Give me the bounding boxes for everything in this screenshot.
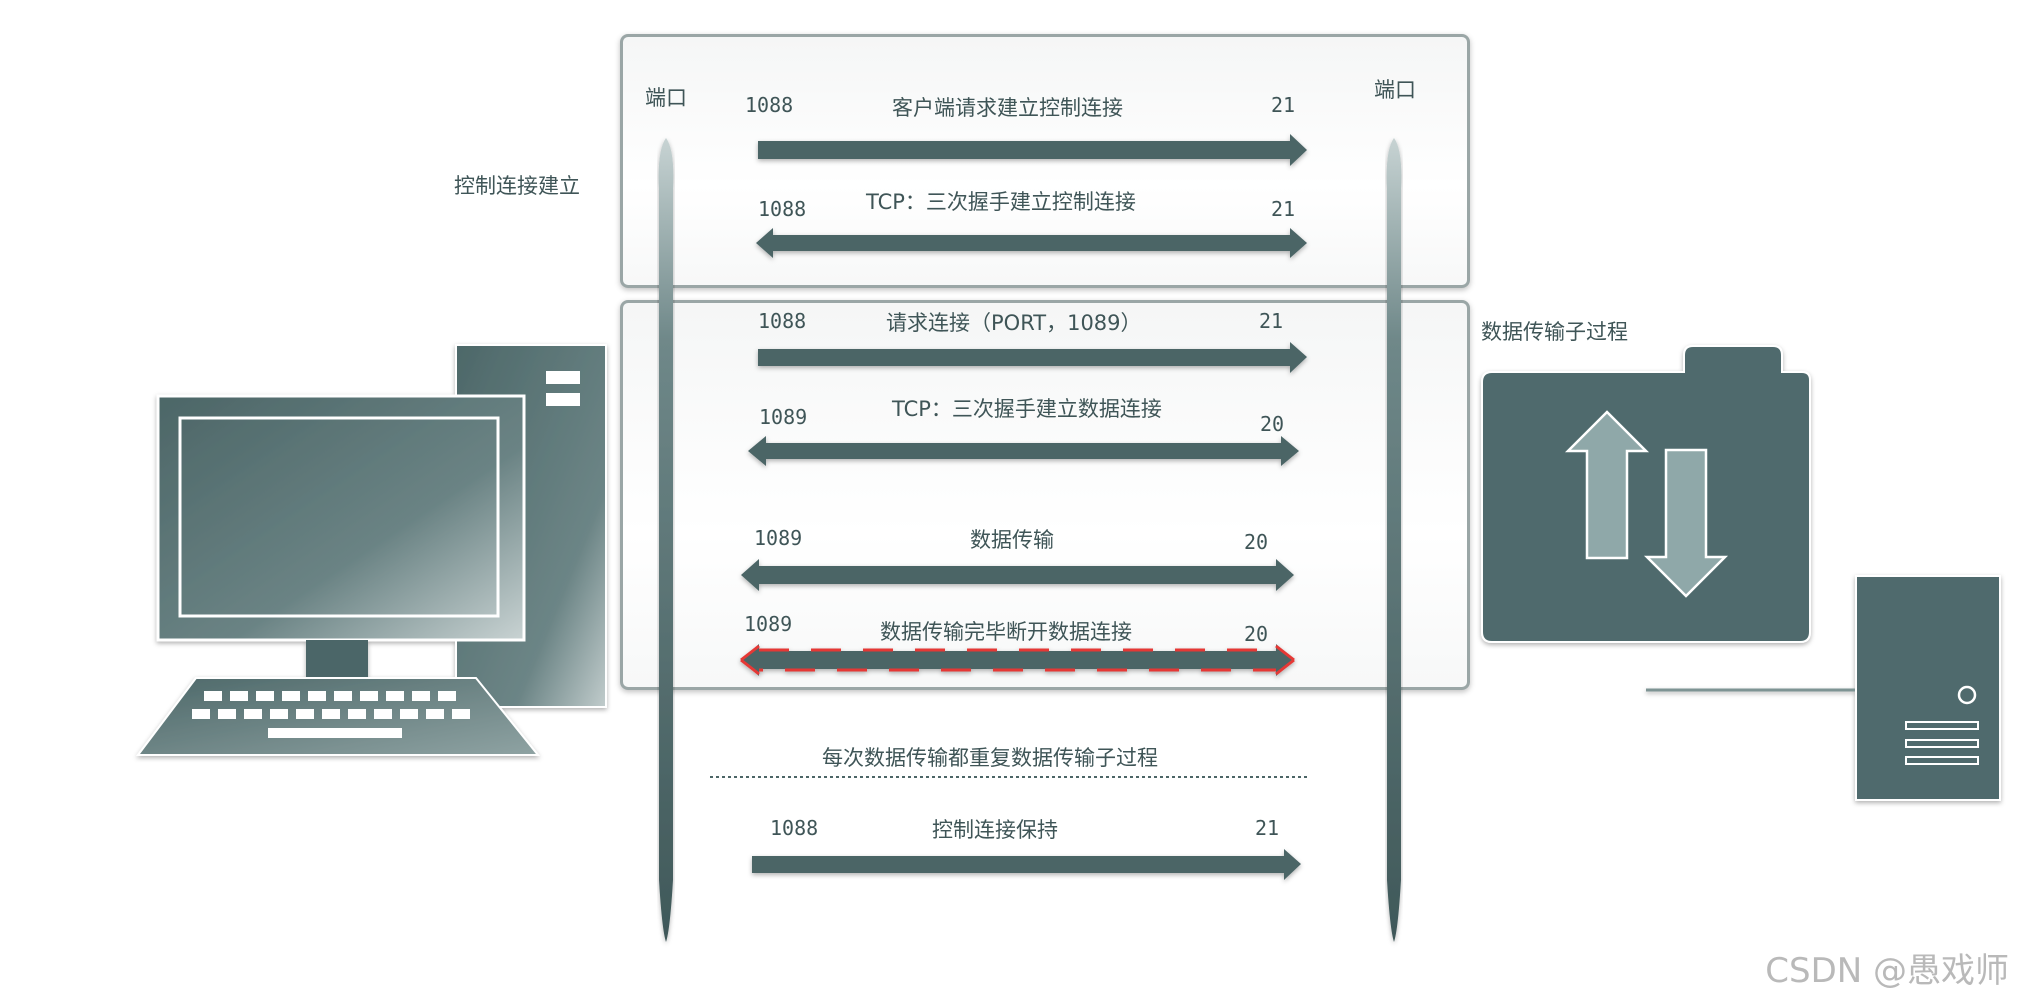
m7-right-port: 21: [1255, 816, 1279, 840]
m2-text: TCP：三次握手建立控制连接: [866, 186, 1136, 216]
m1-right-port: 21: [1271, 93, 1295, 117]
control-phase-label: 控制连接建立: [454, 170, 580, 200]
m6-right-port: 20: [1244, 622, 1268, 646]
m3-text: 请求连接（PORT，1089）: [886, 307, 1142, 337]
csdn-watermark: CSDN @愚戏师: [1765, 943, 2009, 992]
m2-left-port: 1088: [758, 197, 806, 221]
m4-text: TCP：三次握手建立数据连接: [892, 393, 1162, 423]
m4-left-port: 1089: [759, 405, 807, 429]
m7-text: 控制连接保持: [932, 814, 1058, 844]
message-arrow-m3: [758, 342, 1307, 373]
server-port-label: 端口: [1374, 74, 1416, 104]
server-lifeline: [1387, 138, 1402, 942]
m2-right-port: 21: [1271, 197, 1295, 221]
m4-right-port: 20: [1260, 412, 1284, 436]
m6-text: 数据传输完毕断开数据连接: [880, 616, 1132, 646]
m3-right-port: 21: [1259, 309, 1283, 333]
m5-left-port: 1089: [754, 526, 802, 550]
repeat-note: 每次数据传输都重复数据传输子过程: [822, 742, 1158, 772]
m3-left-port: 1088: [758, 309, 806, 333]
m5-right-port: 20: [1244, 530, 1268, 554]
desktop-computer-icon: [138, 345, 606, 755]
m6-left-port: 1089: [744, 612, 792, 636]
client-lifeline: [659, 138, 674, 942]
data-phase-label: 数据传输子过程: [1481, 316, 1628, 346]
m1-left-port: 1088: [745, 93, 793, 117]
client-port-label: 端口: [645, 82, 687, 112]
m7-left-port: 1088: [770, 816, 818, 840]
message-arrow-m5: [741, 559, 1294, 591]
message-arrow-m7: [752, 849, 1301, 880]
m1-text: 客户端请求建立控制连接: [892, 92, 1123, 122]
message-arrow-m1: [758, 134, 1307, 166]
message-arrow-m4: [748, 436, 1299, 466]
m5-text: 数据传输: [970, 524, 1054, 554]
message-arrow-m2: [756, 228, 1307, 258]
message-arrow-m6: [741, 644, 1294, 676]
folder-transfer-icon: [1482, 346, 1810, 642]
